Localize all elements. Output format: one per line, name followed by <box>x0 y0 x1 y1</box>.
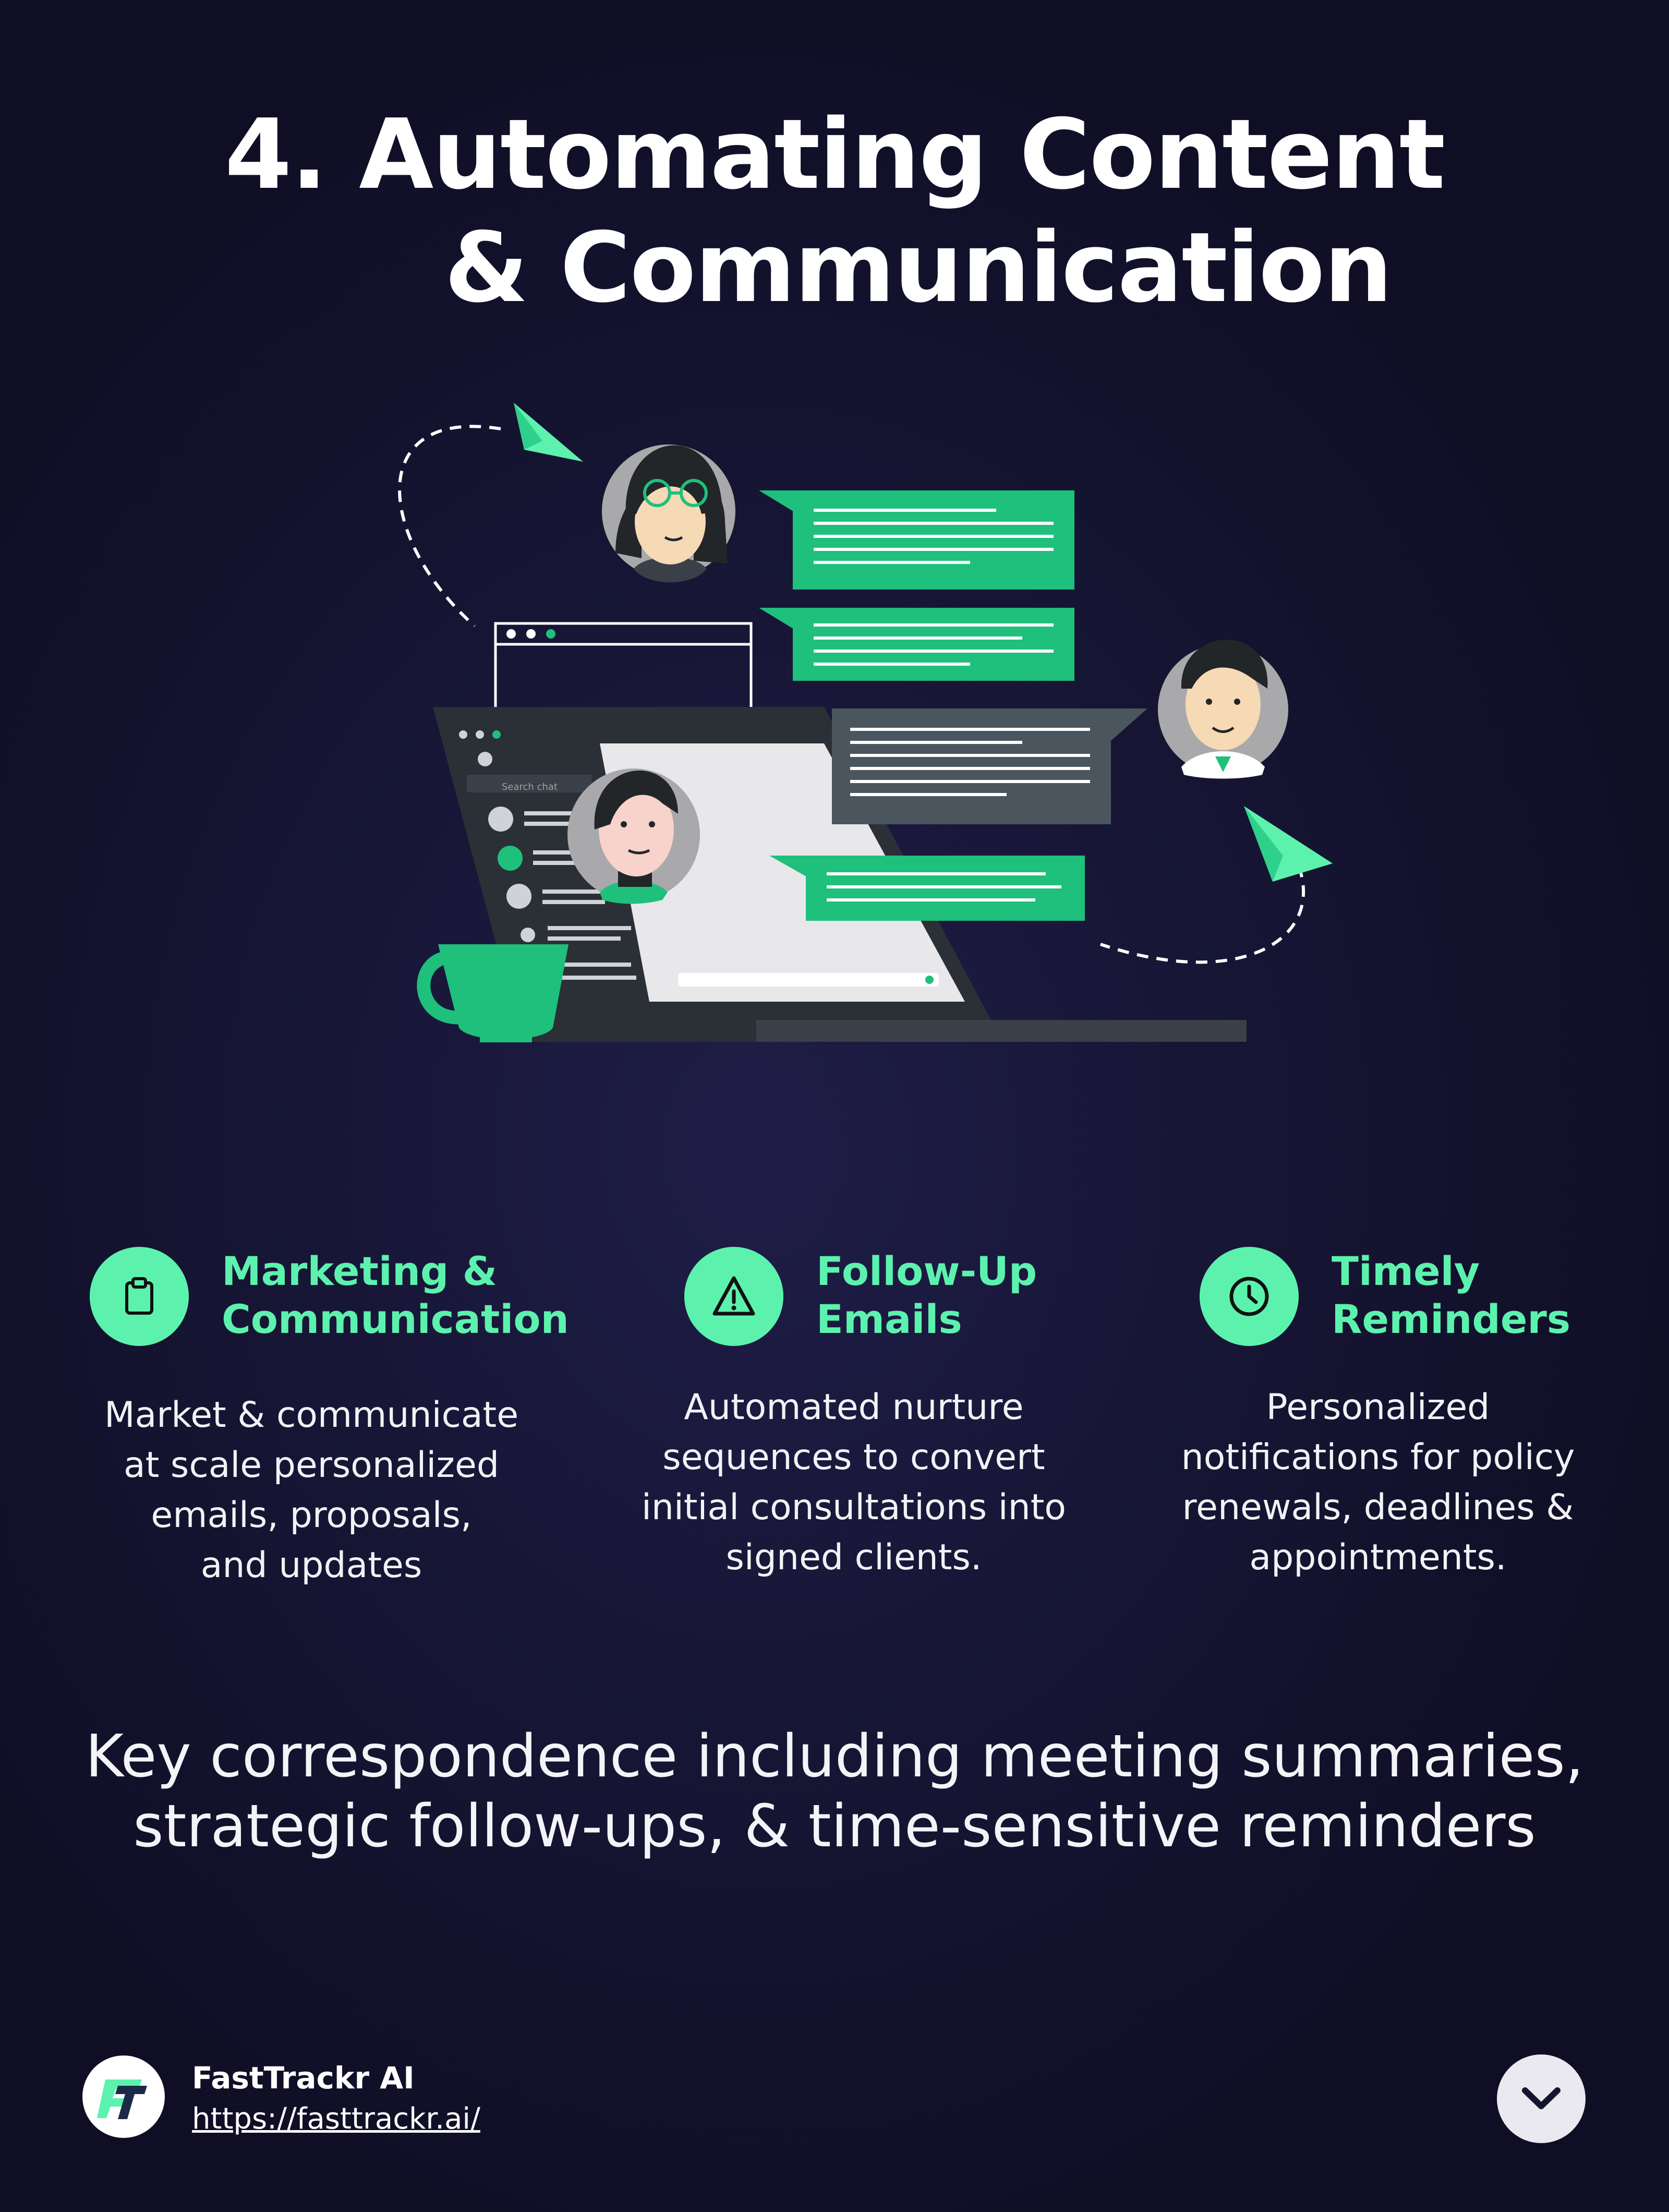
feature-title-follow-up: Follow-Up Emails <box>816 1248 1037 1342</box>
feature-title-reminders: Timely Reminders <box>1332 1248 1571 1342</box>
paper-plane-icon <box>1244 806 1333 882</box>
feature-desc-reminders: Personalized notifications for policy re… <box>1181 1387 1575 1578</box>
feature-title-marketing: Marketing & Communication <box>222 1248 569 1342</box>
chevron-down-icon <box>1522 2087 1561 2109</box>
chat-illustration: Search chat <box>398 403 1333 1042</box>
avatar-man-right <box>1158 640 1288 779</box>
brand-url-link[interactable]: https://fasttrackr.ai/ <box>192 2102 480 2136</box>
dashed-flight-path-left <box>398 425 501 628</box>
feature-desc-marketing: Market & communicate at scale personaliz… <box>104 1394 519 1586</box>
fasttrackr-logo <box>82 2055 165 2138</box>
feature-desc-follow-up: Automated nurture sequences to convert i… <box>641 1387 1066 1578</box>
coffee-cup-icon <box>417 944 569 1042</box>
chat-bubble-dark <box>832 708 1147 824</box>
avatar-man-center <box>567 768 700 904</box>
warning-icon <box>684 1247 783 1346</box>
dashed-flight-path-right <box>1100 865 1305 964</box>
clock-icon <box>1200 1247 1299 1346</box>
avatar-woman <box>602 444 735 583</box>
paper-plane-icon <box>514 403 583 462</box>
chat-sidebar <box>459 730 636 980</box>
message-input-bar <box>678 973 939 987</box>
page-title-line-2: & Communication <box>444 211 1393 324</box>
chat-bubble-green-2 <box>759 608 1074 681</box>
chat-bubble-green-1 <box>759 490 1074 590</box>
clipboard-icon <box>90 1247 189 1346</box>
chat-bubble-green-3 <box>769 856 1085 921</box>
tagline: Key correspondence including meeting sum… <box>85 1723 1584 1860</box>
next-page-button[interactable] <box>1497 2054 1586 2143</box>
brand-name: FastTrackr AI <box>192 2060 415 2096</box>
search-chat-placeholder: Search chat <box>502 782 558 792</box>
page-title-line-1: 4. Automating Content <box>224 98 1445 211</box>
